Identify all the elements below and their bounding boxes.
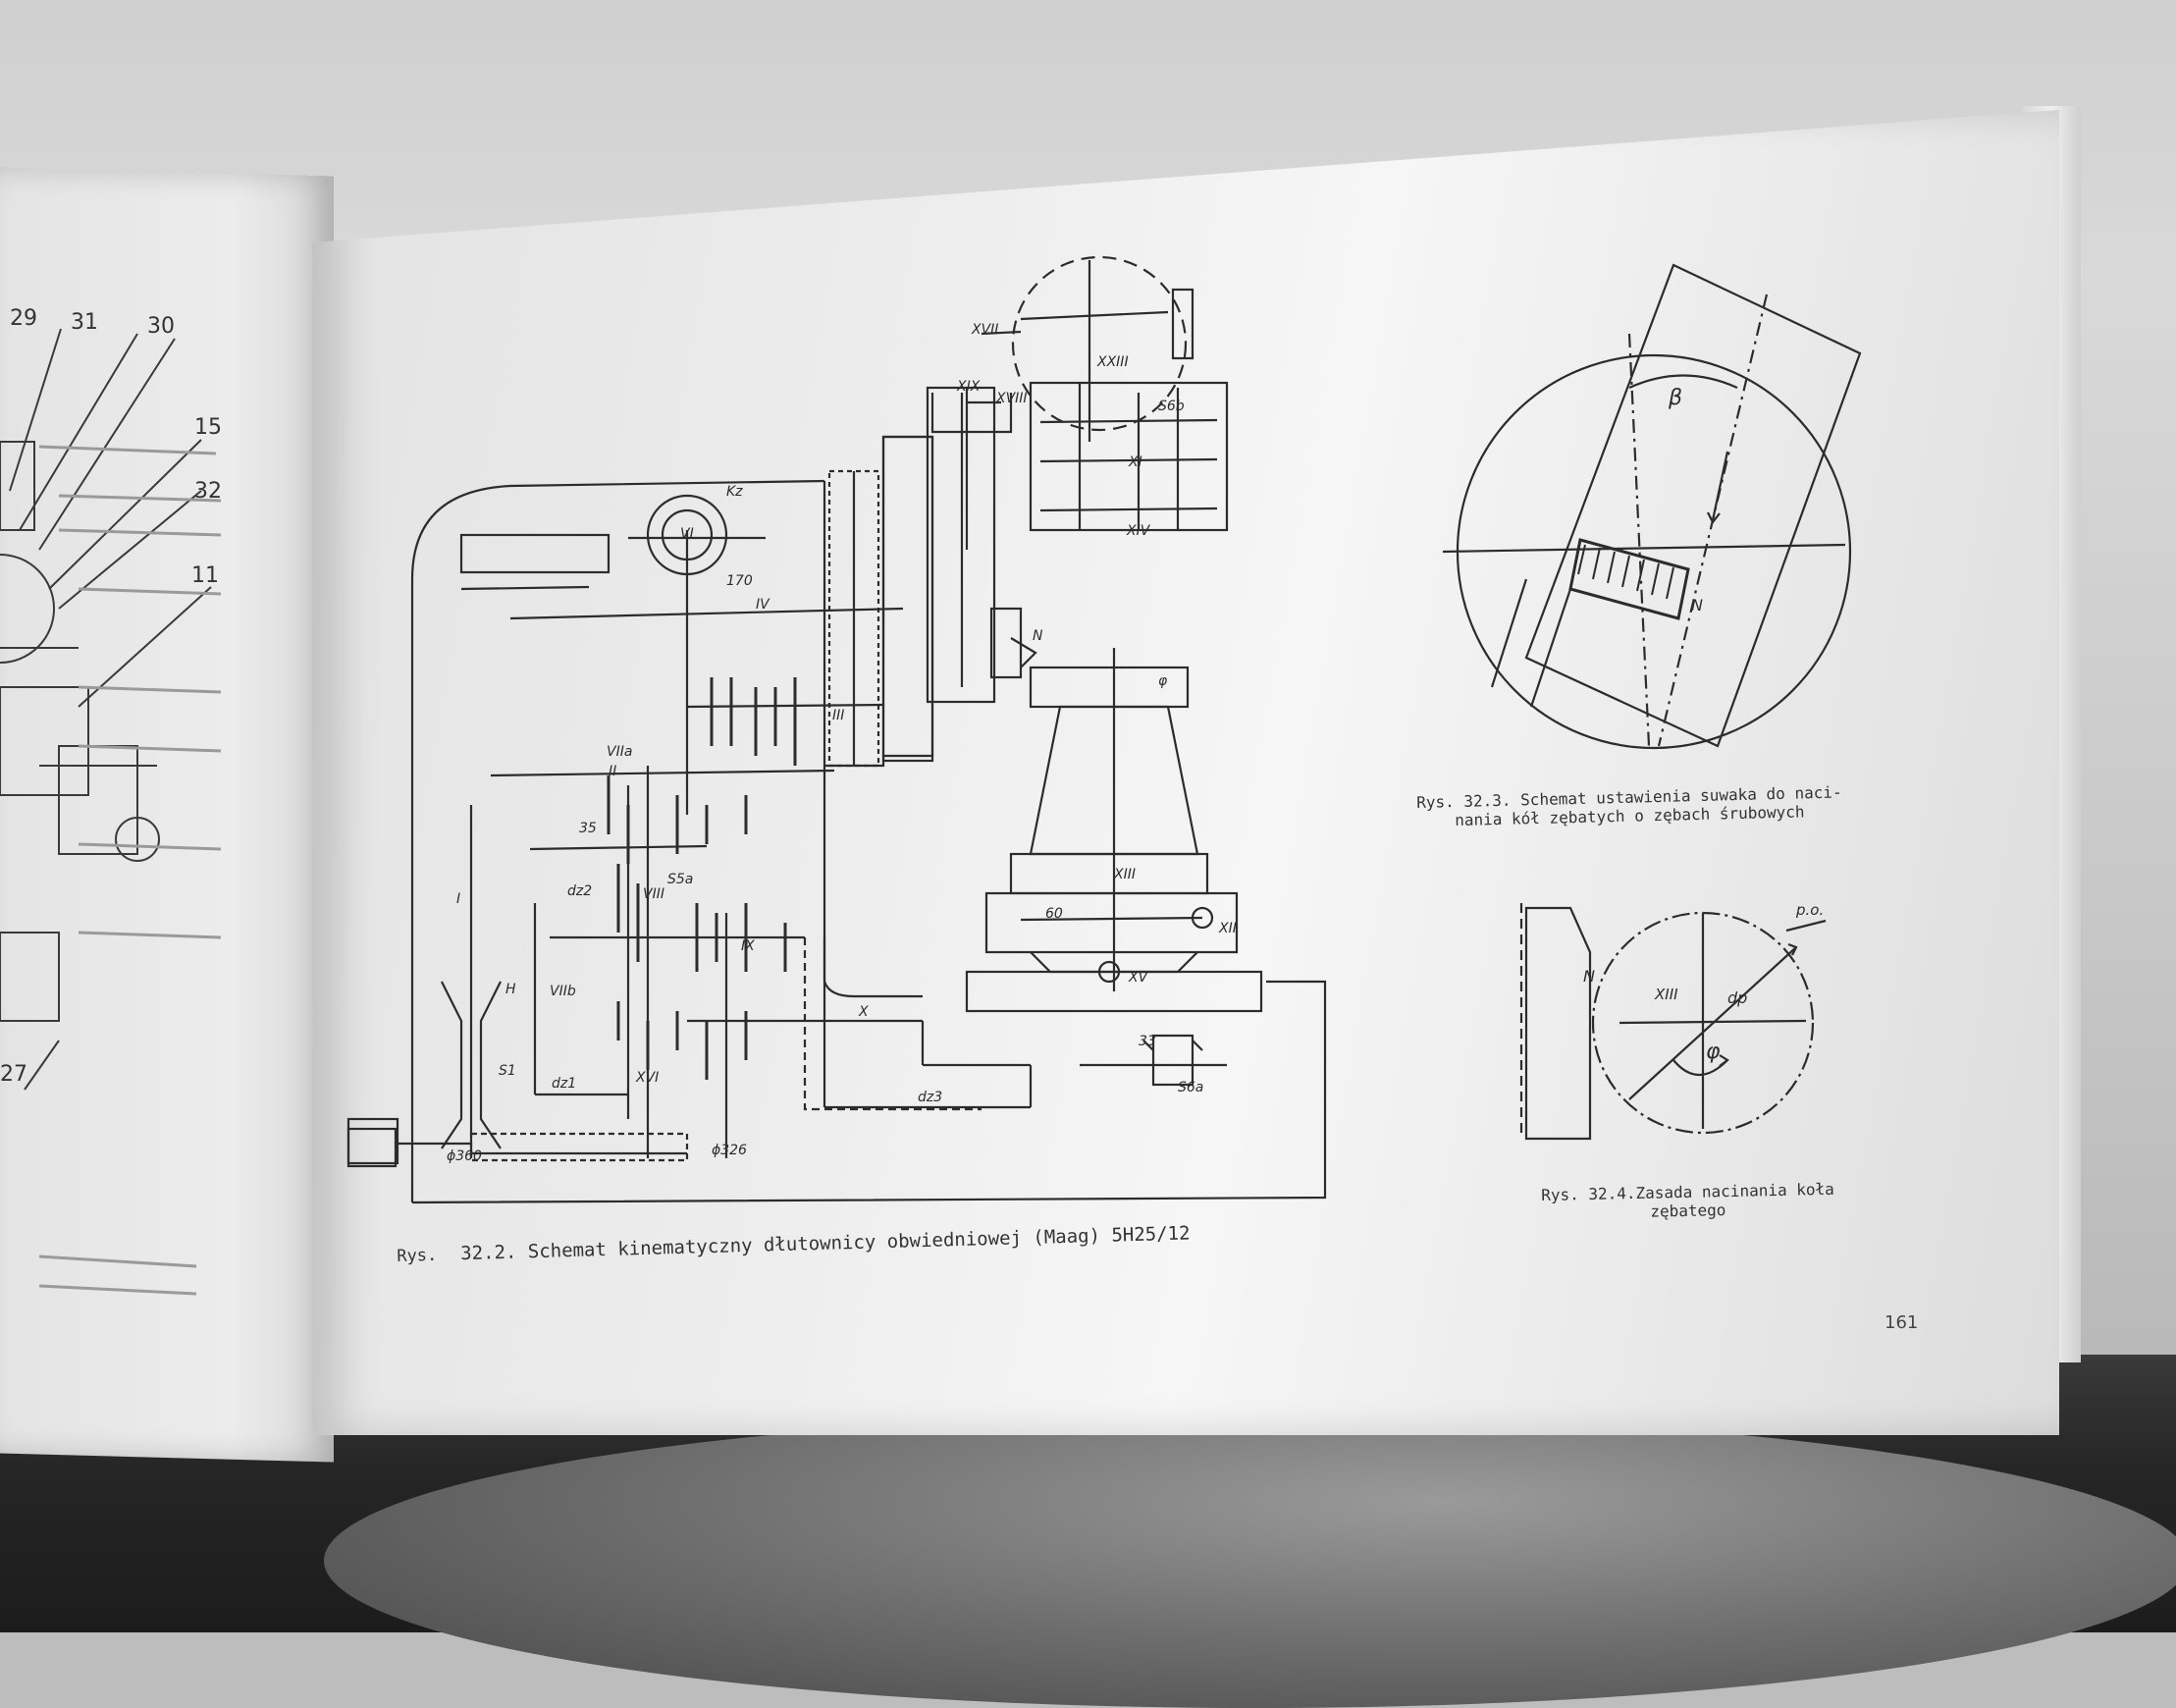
fig2-label: 33 <box>1139 1034 1156 1049</box>
fig4-n: N <box>1583 967 1595 986</box>
callout-number: 32 <box>194 479 222 504</box>
fig2-label: XV <box>1128 970 1149 986</box>
fig4-xiii: XIII <box>1654 986 1678 1003</box>
callout-number: 31 <box>71 310 98 335</box>
fig2-label: H <box>505 982 516 997</box>
fig2-label: Kz <box>726 484 743 500</box>
figure-32-3-hatch <box>1577 544 1674 600</box>
fig2-label: 170 <box>726 573 753 589</box>
figure-32-3-diagram <box>1442 263 1862 750</box>
callout-number: 15 <box>194 415 222 440</box>
fig2-label: dz2 <box>567 883 592 899</box>
figure-32-2-diagram <box>346 255 1327 1204</box>
fig2-label: III <box>832 708 844 723</box>
caption-label: Rys. <box>397 1245 438 1266</box>
left-page-drawing <box>0 328 212 1091</box>
fig2-label: II <box>609 764 616 779</box>
fig2-label: X <box>858 1004 869 1020</box>
fig2-label: XI <box>1128 454 1142 470</box>
figure-32-2-labels: Kz VI IV III II I H S1 VIIa VIIb VIII IX… <box>447 322 1237 1164</box>
figure-32-4-diagram <box>1519 903 1827 1141</box>
fig2-label: S5a <box>667 872 693 887</box>
fig4-phi: φ <box>1706 1040 1721 1064</box>
fig2-label: φ <box>1158 673 1168 689</box>
caption-label: Rys. <box>1541 1185 1579 1204</box>
fig2-label: XIX <box>956 379 981 395</box>
fig2-label: 35 <box>579 821 597 836</box>
fig2-label: ɸ326 <box>712 1143 747 1158</box>
fig2-label: 60 <box>1045 906 1063 922</box>
fig2-label: VIIa <box>607 744 632 760</box>
fig3-n: N <box>1691 596 1703 614</box>
callout-number: 27 <box>0 1062 27 1087</box>
callout-number: 29 <box>10 306 37 331</box>
figure-32-3-labels: β N <box>1668 386 1703 614</box>
fig2-label: XIII <box>1113 867 1136 882</box>
technical-drawings: Kz VI IV III II I H S1 VIIa VIIb VIII IX… <box>0 255 1862 1296</box>
fig2-label: I <box>456 891 460 907</box>
fig2-label: IV <box>756 597 770 613</box>
fig2-label: VI <box>680 526 694 542</box>
fig2-label: S6b <box>1158 399 1185 414</box>
fig2-label: dz1 <box>552 1076 576 1092</box>
figure-32-4-caption: Rys. 32.4.Zasada nacinania koła zębatego <box>1541 1180 1834 1223</box>
fig3-beta: β <box>1668 386 1682 410</box>
callout-number: 11 <box>191 563 219 588</box>
fig2-label: XVII <box>971 322 998 338</box>
fig2-label: IX <box>741 938 755 954</box>
page-number: 161 <box>1884 1312 1919 1333</box>
fig2-label: S6a <box>1178 1080 1203 1095</box>
fig2-label: dz3 <box>918 1090 942 1105</box>
fig2-label: XVIII <box>995 391 1028 406</box>
fig2-label: ɸ360 <box>447 1148 482 1164</box>
caption-label: Rys. <box>1416 792 1455 812</box>
figure-32-4-labels: p.o. N XIII dp φ <box>1583 901 1824 1064</box>
fig2-label: N <box>1033 628 1043 644</box>
fig4-dp: dp <box>1727 988 1747 1007</box>
left-page-text-lines <box>38 445 222 1296</box>
fig4-po: p.o. <box>1795 901 1824 919</box>
fig2-label: XVI <box>635 1070 659 1086</box>
fig2-label: VIII <box>643 886 664 902</box>
fig2-label: S1 <box>499 1063 516 1079</box>
fig2-label: XXIII <box>1096 354 1129 370</box>
fig2-label: XII <box>1218 921 1237 936</box>
fig2-label: VIIb <box>550 984 576 999</box>
callout-number: 30 <box>147 314 175 339</box>
fig2-label: XIV <box>1126 523 1151 539</box>
